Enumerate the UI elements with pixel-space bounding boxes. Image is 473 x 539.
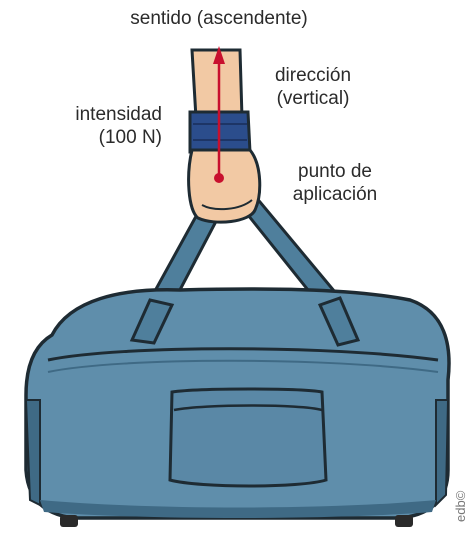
application-point <box>214 173 224 183</box>
label-sentido: sentido (ascendente) <box>130 8 308 29</box>
label-punto-aplicacion: punto de aplicación <box>292 161 378 205</box>
bag-icon <box>24 194 451 527</box>
hand-icon <box>187 48 262 224</box>
force-vector <box>213 46 225 183</box>
label-intensidad: intensidad (100 N) <box>75 104 162 148</box>
credit-text: edb© <box>453 490 468 522</box>
label-direccion: dirección (vertical) <box>274 65 352 109</box>
